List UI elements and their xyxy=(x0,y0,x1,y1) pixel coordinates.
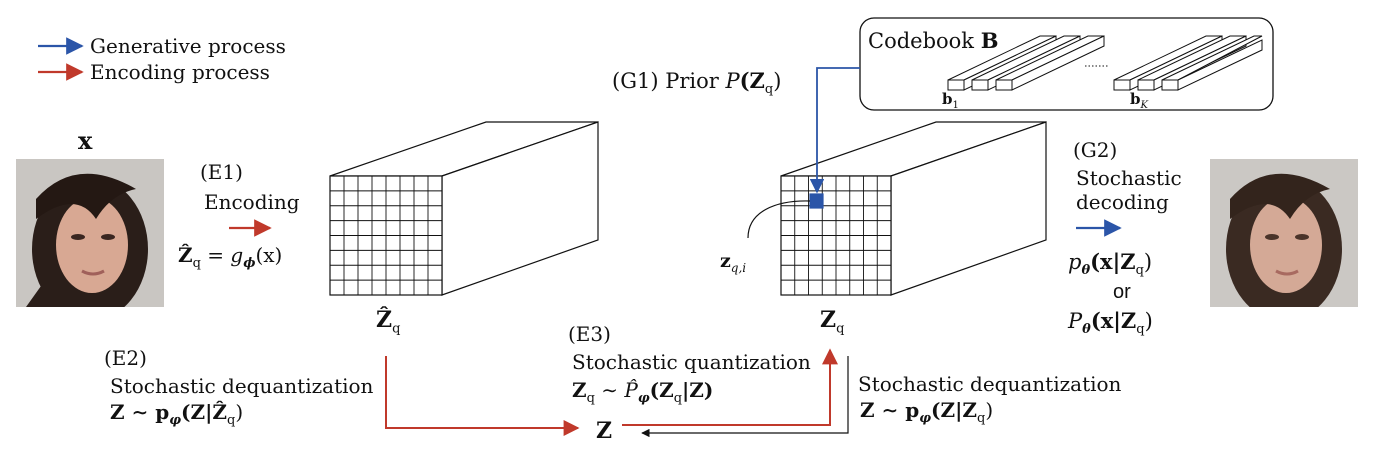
codebook-vectors xyxy=(947,35,1263,91)
e3-title: Stochastic quantization xyxy=(572,350,811,374)
e3-tag: (E3) xyxy=(568,322,611,346)
deq-right-equation: Z ∼ pφ(Z|Zq) xyxy=(860,398,994,426)
prior-arrow xyxy=(809,67,860,194)
e1-tag: (E1) xyxy=(200,160,243,184)
legend-encoding-label: Encoding process xyxy=(90,60,270,84)
dequantization-return-arrow xyxy=(641,356,849,438)
dequantization-arrow xyxy=(385,356,580,436)
element-label: zq,i xyxy=(720,250,747,275)
g2-eq-likelihood: pθ(x|Zq) xyxy=(1068,249,1153,279)
e2-tag: (E2) xyxy=(104,346,147,370)
g2-tag: (G2) xyxy=(1073,138,1118,162)
e2-equation: Z ∼ pφ(Z|Ẑq) xyxy=(110,400,244,428)
input-label: x xyxy=(78,126,93,155)
z-node-label: Z xyxy=(596,418,613,444)
tensor-left xyxy=(329,121,599,296)
reconstructed-image xyxy=(1210,159,1358,307)
e1-equation: Ẑq = gϕ(x) xyxy=(178,243,283,271)
input-image xyxy=(16,159,164,307)
codebook-title: Codebook B xyxy=(868,28,999,53)
codebook-last-label: bK xyxy=(1130,90,1148,111)
g2-line1: Stochastic xyxy=(1076,166,1182,190)
tensor-left-label: Ẑq xyxy=(376,307,401,337)
codebook-first-label: b1 xyxy=(942,90,959,111)
g1-prior-label: (G1) Prior P(Zq) xyxy=(612,68,782,98)
g2-or: or xyxy=(1113,281,1131,303)
quantization-arrow xyxy=(622,348,838,426)
element-pointer xyxy=(747,200,811,239)
tensor-right xyxy=(780,121,1047,296)
tensor-right-label: Zq xyxy=(820,307,845,337)
e3-equation: Zq ∼ P̂φ(Zq|Z) xyxy=(572,378,714,406)
g2-eq-pmf: Pθ(x|Zq) xyxy=(1068,308,1153,338)
deq-right-title: Stochastic dequantization xyxy=(858,372,1122,396)
legend-generative-label: Generative process xyxy=(90,34,286,58)
e2-title: Stochastic dequantization xyxy=(110,374,374,398)
g2-line2: decoding xyxy=(1076,190,1169,214)
e1-title: Encoding xyxy=(204,190,300,214)
selected-codeword-cell xyxy=(809,193,824,209)
